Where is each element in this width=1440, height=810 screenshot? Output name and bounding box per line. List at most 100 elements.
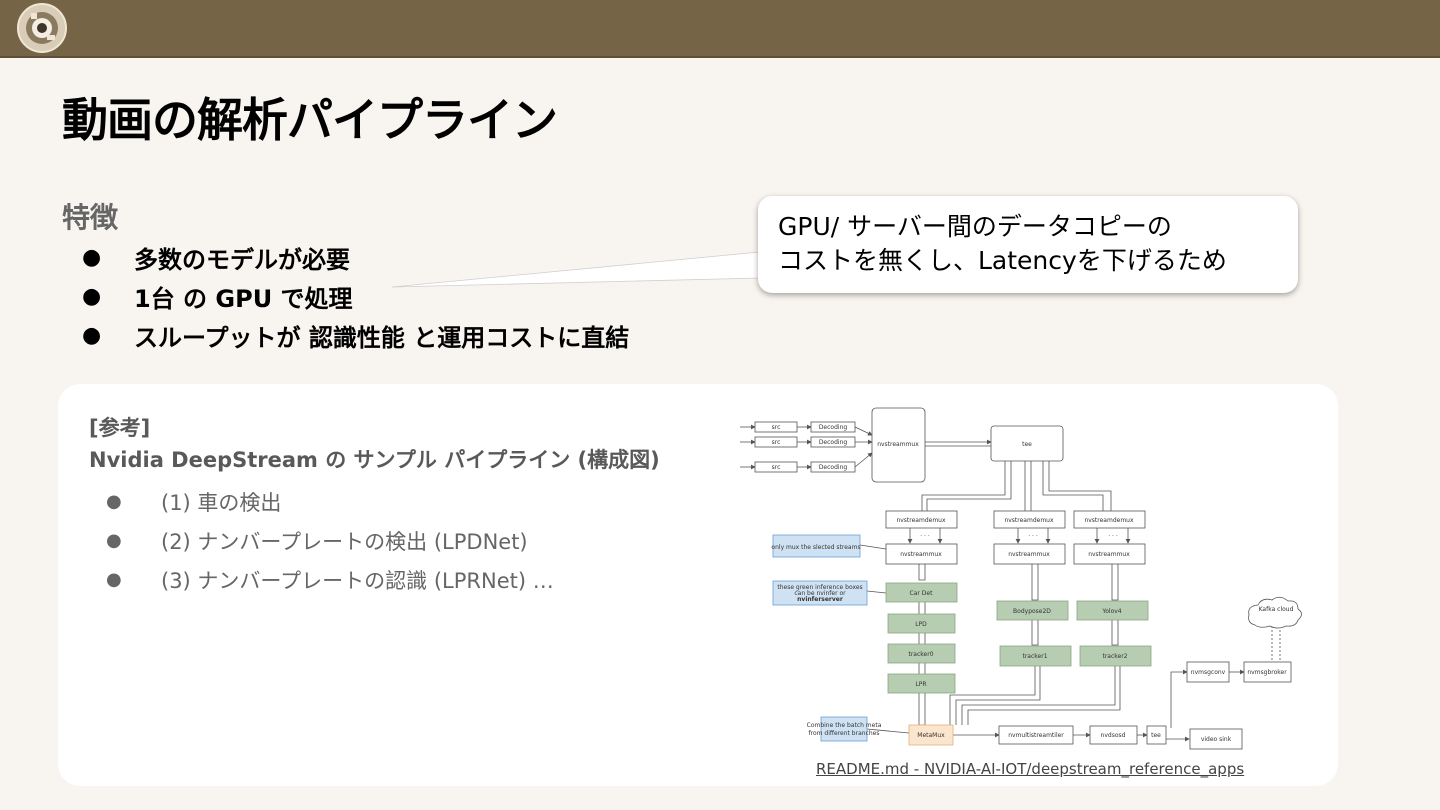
diagram-node	[996, 600, 1069, 621]
diagram-node	[887, 613, 956, 634]
diagram-node	[998, 725, 1074, 745]
diagram-note	[772, 534, 861, 558]
list-item: ● (2) ナンバープレートの検出 (LPDNet)	[106, 521, 554, 560]
node-label: nvmsgconv	[1191, 669, 1226, 676]
node-label: nvstreamdemux	[1084, 517, 1134, 524]
pipeline-diagram: src src src Decoding Decoding Decoding n…	[740, 407, 1302, 750]
feature-text: 多数のモデルが必要	[134, 246, 350, 274]
node-label: Yolov4	[1101, 608, 1121, 615]
node-label: MetaMux	[917, 732, 945, 739]
node-label: video sink	[1201, 736, 1232, 743]
diagram-node	[1079, 645, 1152, 667]
node-label: Kafka cloud	[1259, 606, 1294, 613]
node-label: Bodypose2D	[1013, 608, 1051, 615]
diagram-node	[1073, 510, 1146, 529]
diagram-node	[754, 436, 798, 448]
diagram-node	[885, 510, 958, 529]
diagram-node	[1089, 725, 1138, 745]
diagram-note	[820, 716, 868, 742]
node-label: LPD	[915, 621, 927, 628]
reference-item: (3) ナンバープレートの認識 (LPRNet) …	[161, 568, 554, 593]
note-label: nvinferserver	[797, 596, 843, 603]
reference-card	[58, 384, 1338, 786]
diagram-node	[885, 582, 958, 603]
note-label: can be nvinfer or	[794, 590, 846, 597]
bullet-icon: ●	[106, 491, 122, 512]
node-label: src	[772, 424, 781, 431]
node-label: nvmultistreamtiler	[1008, 732, 1064, 739]
diagram-node	[754, 461, 798, 473]
reference-item: (2) ナンバープレートの検出 (LPDNet)	[161, 529, 528, 554]
list-item: ●スループットが 認識性能 と運用コストに直結	[82, 316, 629, 355]
node-label: LPR	[915, 681, 926, 688]
reference-list: ● (1) 車の検出 ● (2) ナンバープレートの検出 (LPDNet) ● (3)…	[106, 482, 554, 599]
reference-heading: Nvidia DeepStream の サンプル パイプライン (構成図)	[89, 448, 660, 472]
note-label: these green inference boxes	[777, 584, 862, 591]
note-label: Combine the batch meta	[807, 722, 882, 729]
page-title: 動画の解析パイプライン	[62, 93, 558, 147]
node-label: Decoding	[819, 439, 848, 446]
callout-box: GPU/ サーバー間のデータコピーの コストを無くし、Latencyを下げるため	[758, 196, 1298, 293]
node-label: nvstreamdemux	[896, 517, 946, 524]
diagram-node	[1243, 661, 1292, 683]
diagram-node	[887, 673, 956, 694]
node-label: tracker0	[908, 651, 933, 658]
dots-label: · · ·	[1028, 533, 1038, 540]
node-label: nvmsgbroker	[1247, 669, 1287, 676]
top-bar	[0, 0, 1440, 58]
source-link[interactable]: README.md - NVIDIA-AI-IOT/deepstream_ref…	[816, 760, 1245, 778]
node-label: Car Det	[910, 590, 934, 597]
diagram-node	[999, 645, 1072, 667]
node-label: src	[772, 464, 781, 471]
diagram-node	[754, 421, 798, 433]
node-label: tracker2	[1102, 653, 1127, 660]
diagram-node	[1189, 728, 1243, 750]
features-list: ●多数のモデルが必要 ● 1台 の GPU で処理 ●スループットが 認識性能 と…	[82, 238, 629, 355]
diagram-node	[810, 461, 856, 473]
bullet-icon: ●	[82, 284, 102, 309]
diagram-node	[993, 543, 1066, 565]
cloud-icon	[1248, 596, 1302, 629]
dots-label: · · ·	[1108, 533, 1118, 540]
node-label: Decoding	[819, 464, 848, 471]
node-label: tee	[1151, 732, 1161, 739]
reference-item: (1) 車の検出	[161, 490, 282, 515]
feature-text: 1台 の GPU で処理	[134, 285, 353, 313]
node-label: nvstreammux	[877, 441, 919, 448]
feature-text: スループットが 認識性能 と運用コストに直結	[134, 324, 630, 352]
diagram-node	[810, 421, 856, 433]
dots-label: · · ·	[920, 533, 930, 540]
reference-header: [参考] Nvidia DeepStream の サンプル パイプライン (構成…	[89, 412, 660, 476]
node-label: tee	[1022, 441, 1032, 448]
diagram-node	[1146, 725, 1167, 745]
list-item: ● 1台 の GPU で処理	[82, 277, 629, 316]
diagram-node	[871, 407, 926, 483]
callout-line: コストを無くし、Latencyを下げるため	[778, 246, 1227, 275]
node-label: nvstreamdemux	[1004, 517, 1054, 524]
note-label: only mux the slected streams	[771, 544, 860, 551]
diagram-node	[1073, 543, 1146, 565]
note-label: from different branches	[809, 730, 880, 737]
bullet-icon: ●	[106, 530, 122, 551]
diagram-node	[885, 543, 958, 565]
diagram-node	[990, 425, 1064, 462]
bullet-icon: ●	[106, 569, 122, 590]
diagram-node	[810, 436, 856, 448]
node-label: src	[772, 439, 781, 446]
node-label: nvstreammux	[900, 551, 942, 558]
callout-line: GPU/ サーバー間のデータコピーの	[778, 212, 1172, 241]
diagram-node	[1186, 661, 1230, 683]
diagram-node	[908, 724, 954, 746]
diagram-node	[1076, 600, 1149, 621]
node-label: nvdsosd	[1101, 732, 1126, 739]
reference-label: [参考]	[89, 416, 151, 440]
logo-icon	[17, 3, 67, 53]
node-label: Decoding	[819, 424, 848, 431]
list-item: ● (1) 車の検出	[106, 482, 554, 521]
node-label: nvstreammux	[1008, 551, 1050, 558]
list-item: ● (3) ナンバープレートの認識 (LPRNet) …	[106, 560, 554, 599]
node-label: nvstreammux	[1088, 551, 1130, 558]
list-item: ●多数のモデルが必要	[82, 238, 629, 277]
diagram-note	[772, 580, 868, 606]
diagram-node	[993, 510, 1066, 529]
